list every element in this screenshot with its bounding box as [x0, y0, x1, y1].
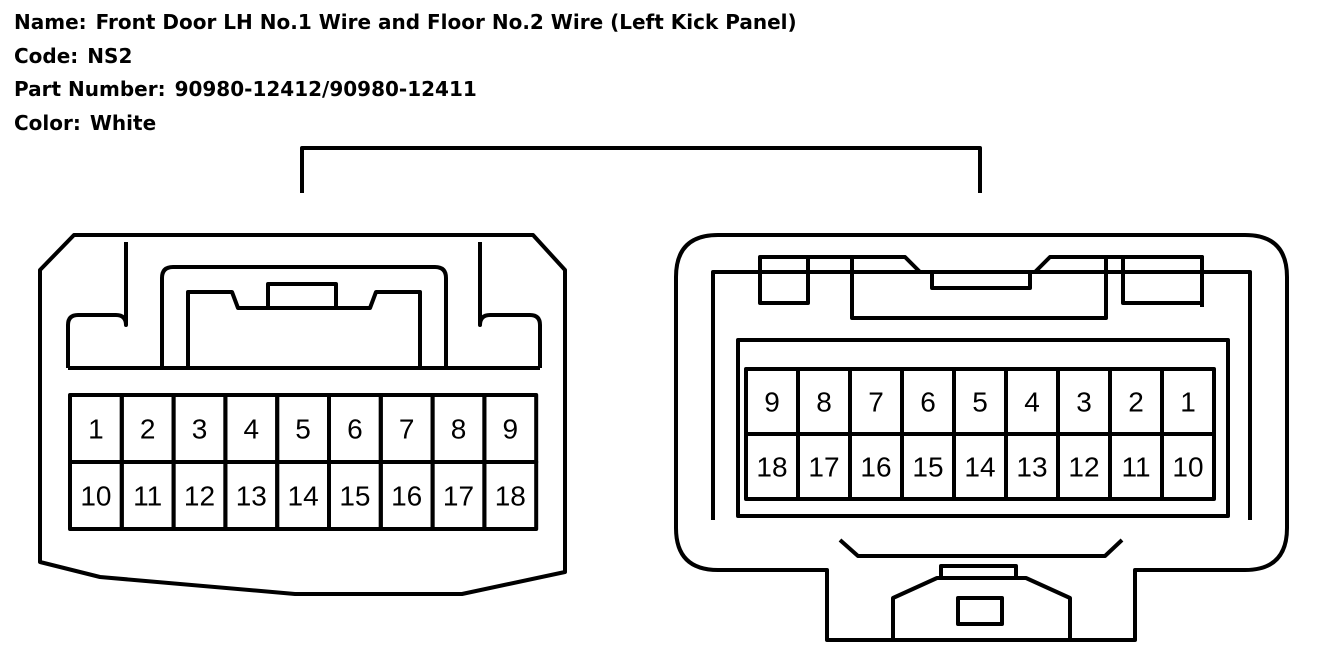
right-connector-pin-frame-sides	[736, 345, 1230, 518]
name-label: Name:	[14, 10, 87, 34]
right-connector-pin-label: 11	[1121, 452, 1150, 483]
right-connector-lower-lip	[838, 538, 1124, 558]
right-connector-pin-label: 18	[756, 452, 787, 483]
left-connector-latch-inner	[186, 290, 422, 368]
left-connector-pin-label: 8	[451, 414, 467, 445]
right-connector-pin-label: 16	[860, 452, 891, 483]
left-connector-pin-label: 16	[391, 481, 422, 512]
left-connector-pin-label: 17	[443, 481, 474, 512]
left-connector-pin-label: 2	[140, 414, 156, 445]
left-connector-left-ear	[66, 242, 128, 368]
left-connector-latch	[160, 265, 448, 368]
right-connector-pin-label: 9	[764, 387, 780, 418]
right-connector-pin-label: 5	[972, 387, 988, 418]
right-connector-pin-label: 17	[808, 452, 839, 483]
left-connector-pin-label: 10	[80, 481, 111, 512]
right-connector-right-notch	[1121, 255, 1204, 305]
right-connector-housing	[674, 233, 1289, 642]
right-connector-top-key	[930, 270, 1032, 290]
right-connector-pin-label: 15	[912, 452, 943, 483]
left-connector-pin-label: 13	[236, 481, 267, 512]
left-connector-pin-label: 18	[495, 481, 526, 512]
left-connector-right-ear	[478, 242, 542, 368]
left-connector-pin-label: 6	[347, 414, 363, 445]
name-value: Front Door LH No.1 Wire and Floor No.2 W…	[95, 10, 797, 34]
color-label: Color:	[14, 110, 81, 135]
right-connector-pin-label: 7	[868, 387, 884, 418]
name-row: Name: Front Door LH No.1 Wire and Floor N…	[14, 6, 797, 40]
right-connector-pin-label: 8	[816, 387, 832, 418]
left-connector-pin-label: 4	[244, 414, 260, 445]
left-connector-latch-tab	[266, 282, 338, 310]
left-connector-pin-label: 7	[399, 414, 415, 445]
part-number-value: 90980-12412/90980-12411	[174, 77, 477, 101]
right-connector-pin-grid: 9 8 7 6 5 4 3 2 1 18 17 16 15 14 13 12 11 10	[744, 367, 1216, 501]
left-connector-pin-label: 3	[192, 414, 208, 445]
right-connector-pin-label: 14	[964, 452, 995, 483]
part-number-label: Part Number:	[14, 77, 166, 101]
left-connector-pin-label: 1	[88, 414, 104, 445]
left-connector-pin-cell	[482, 460, 539, 531]
left-connector-pin-label: 15	[339, 481, 370, 512]
color-row: Color: White	[14, 107, 797, 141]
code-value: NS2	[87, 43, 133, 68]
right-connector-pin-label: 12	[1068, 452, 1099, 483]
right-connector-pin-label: 3	[1076, 387, 1092, 418]
left-connector-pin-label: 11	[133, 481, 162, 512]
right-connector-lock-tab	[891, 576, 1072, 640]
left-connector-pin-label: 9	[503, 414, 519, 445]
pair-bracket	[300, 146, 982, 193]
right-connector-pin-label: 4	[1024, 387, 1040, 418]
left-connector-pin-label: 12	[184, 481, 215, 512]
right-connector-pin-label: 6	[920, 387, 936, 418]
left-connector-pin-label: 14	[288, 481, 319, 512]
connector-info: Name: Front Door LH No.1 Wire and Floor N…	[14, 6, 797, 140]
right-connector: 9 8 7 6 5 4 3 2 1 18 17 16 15 14 13 12 11 10	[674, 233, 1289, 642]
right-connector-pin-label: 10	[1172, 452, 1203, 483]
code-label: Code:	[14, 43, 79, 68]
right-connector-left-notch	[758, 255, 810, 305]
right-connector-pin-label: 2	[1128, 387, 1144, 418]
right-connector-lock-key	[956, 596, 1004, 626]
code-row: Code: NS2	[14, 40, 797, 74]
right-connector-pin-label: 1	[1180, 387, 1196, 418]
right-connector-lock-neck	[939, 564, 1018, 578]
right-connector-pin-cell	[1160, 432, 1216, 501]
color-value: White	[89, 110, 157, 135]
right-connector-pin-label: 13	[1016, 452, 1047, 483]
part-number-row: Part Number: 90980-12412/90980-12411	[14, 73, 797, 107]
right-connector-pin-frame	[736, 338, 1230, 345]
left-connector-pin-label: 5	[295, 414, 311, 445]
left-connector-housing	[38, 233, 567, 596]
